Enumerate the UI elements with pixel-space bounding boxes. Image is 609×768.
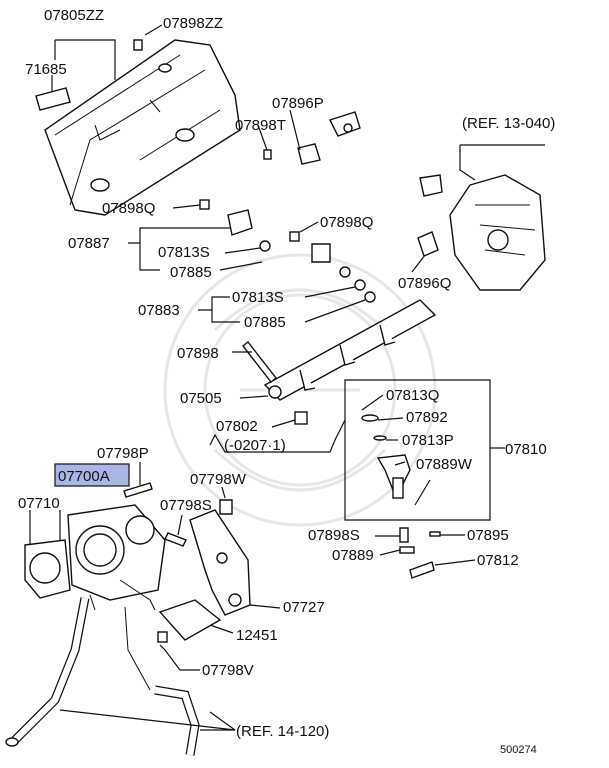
washer-07885-a: [339, 266, 351, 278]
label-07798v: 07798V: [202, 662, 254, 679]
bolt-07898zz: [133, 24, 163, 51]
clamp-07896q: [417, 231, 439, 257]
washer-07885-b: [364, 291, 376, 303]
label-07898zz: 07898ZZ: [163, 15, 223, 32]
watermark: [163, 253, 437, 527]
label-07798p: 07798P: [97, 445, 149, 462]
label-07812: 07812: [477, 552, 519, 569]
label-07885-a: 07885: [170, 264, 212, 281]
bracket-07727: [189, 509, 251, 616]
injector-box: [344, 379, 491, 521]
label-07898t: 07898T: [235, 117, 286, 134]
highlight-07700a: [54, 463, 130, 487]
label-71685: 71685: [25, 61, 67, 78]
washer-07813s-a: [259, 240, 271, 252]
cylinder-head-ref: [449, 174, 546, 291]
label-07802: 07802: [216, 418, 258, 435]
label-07727: 07727: [283, 599, 325, 616]
bolt-07898s: [399, 527, 409, 543]
fuel-pipe: [227, 111, 443, 263]
label-07895: 07895: [467, 527, 509, 544]
bolt-07798v: [157, 631, 168, 643]
label-ref-13040: (REF. 13-040): [462, 115, 555, 132]
label-07898q-a: 07898Q: [102, 200, 155, 217]
label-07810: 07810: [505, 441, 547, 458]
bolt-07898q-a: [199, 199, 210, 210]
label-07898: 07898: [177, 345, 219, 362]
label-07885-b: 07885: [244, 314, 286, 331]
diagram-number: 500274: [500, 744, 537, 756]
labels: 07805ZZ 07898ZZ 71685 07896P 07898T (REF…: [18, 7, 555, 756]
label-07798s: 07798S: [160, 497, 212, 514]
engine-cover: [44, 39, 241, 216]
bolt-07798s: [164, 532, 187, 547]
clip-07895: [429, 531, 441, 537]
label-07505: 07505: [180, 390, 222, 407]
bolt-07798p: [123, 482, 153, 498]
bolt-07898t: [263, 149, 272, 160]
label-07883: 07883: [138, 302, 180, 319]
throttle-body: [67, 504, 166, 611]
label-07813q: 07813Q: [386, 387, 439, 404]
spacer-07812: [409, 561, 435, 579]
hoses: [5, 597, 200, 756]
label-07889: 07889: [332, 547, 374, 564]
washer-07813s-b: [354, 279, 366, 291]
label-07710: 07710: [18, 495, 60, 512]
label-07896p: 07896P: [272, 95, 324, 112]
label-07892: 07892: [406, 409, 448, 426]
seal-71685: [35, 87, 71, 111]
label-07813s-a: 07813S: [158, 244, 210, 261]
label-07896q: 07896Q: [398, 275, 451, 292]
fuel-rail: [263, 299, 437, 401]
label-range-0207: (-0207·1): [224, 437, 286, 454]
label-12451: 12451: [236, 627, 278, 644]
bolt-07798w: [219, 499, 233, 515]
label-07798w: 07798W: [190, 471, 247, 488]
label-07805zz: 07805ZZ: [44, 7, 104, 24]
label-07813p: 07813P: [402, 432, 454, 449]
label-07700a: 07700A: [58, 468, 110, 485]
plate-12451: [158, 599, 222, 641]
label-07813s-b: 07813S: [232, 289, 284, 306]
label-07898s: 07898S: [308, 527, 360, 544]
label-07889w: 07889W: [416, 456, 473, 473]
bolt-07898q-b: [289, 231, 300, 242]
clamp-07896p: [297, 143, 321, 165]
damper-07802: [294, 411, 308, 425]
seal-07889: [399, 546, 415, 554]
bolt-07898: [242, 341, 277, 383]
label-ref-14120: (REF. 14-120): [236, 723, 329, 740]
leader-lines: [29, 39, 545, 731]
label-07898q-b: 07898Q: [320, 214, 373, 231]
throttle-gasket: [24, 539, 71, 599]
label-07887: 07887: [68, 235, 110, 252]
